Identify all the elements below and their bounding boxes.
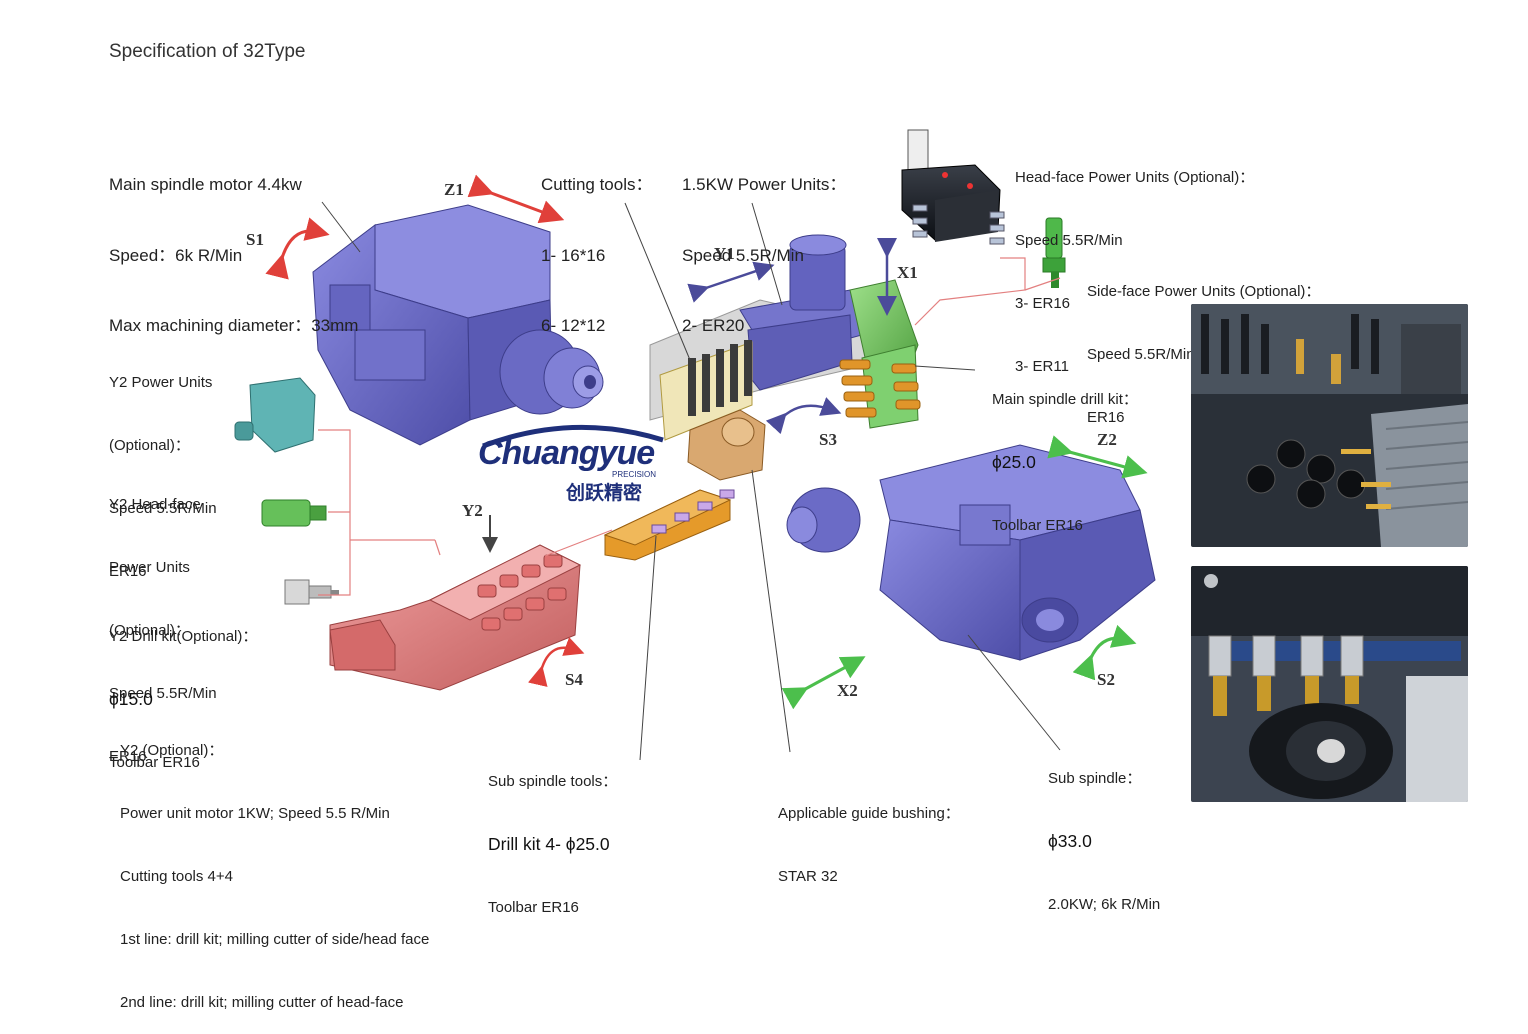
main-spindle-max-diameter: Max machining diameter：33mm [109,316,359,335]
y2-power-speed: Speed 5.5R/Min [109,500,217,517]
axis-label-z2: Z2 [1097,430,1117,449]
callout-y2-head-face: Y2 Head-face Power Units (Optional)： Spe… [109,452,217,788]
main-drill-diameter: ϕ25.0 [992,452,1036,472]
head-face-er16: 3- ER16 [1015,295,1071,312]
y2-head-er16: ER16 [109,748,147,765]
axis-label-y2: Y2 [462,501,483,520]
callout-y2-optional: Y2 (Optional)： Power unit motor 1KW; Spe… [120,698,429,1034]
callout-main-spindle: Main spindle motor 4.4kw Speed：6k R/Min … [109,126,358,361]
y2-optional-first-line: 1st line: drill kit; milling cutter of s… [120,931,430,948]
sub-tools-toolbar: Toolbar ER16 [488,899,579,916]
side-face-er16: ER16 [1087,409,1125,426]
y2-drill-heading: Y2 Drill kit(Optional)： [109,628,258,645]
cutting-tools-line-1: 1- 16*16 [541,245,606,265]
machine-photo-top [1191,304,1468,547]
main-spindle-motor: Main spindle motor 4.4kw [109,175,302,194]
axis-label-s4: S4 [565,670,583,689]
callout-head-face: Head-face Power Units (Optional)： Speed … [1015,125,1254,398]
y1-arrow [687,261,775,303]
axis-label-y1: Y1 [714,244,735,263]
side-face-speed: Speed 5.5R/Min [1087,346,1195,363]
head-face-power-unit [901,129,1005,245]
axis-label-x1: X1 [897,263,918,282]
y2-drill-kit [284,579,339,605]
z1-arrow [467,174,565,224]
z2-arrow [1047,435,1148,479]
cutting-tools-line-2: 6- 12*12 [541,316,606,335]
y2-optional-heading: Y2 (Optional)： [120,742,224,759]
axis-label-x2: X2 [837,681,858,700]
y2-optional-cutting-tools: Cutting tools 4+4 [120,868,233,885]
callout-cutting-tools: Cutting tools： 1- 16*16 6- 12*12 [541,126,653,361]
power-units-count: 2- ER20 [682,316,745,335]
y2-head-heading: Y2 Head-face [109,496,201,513]
callout-main-drill-kit: Main spindle drill kit： ϕ25.0 Toolbar ER… [992,347,1138,557]
callout-power-units: 1.5KW Power Units： Speed 5.5R/Min 2- ER2… [682,126,846,361]
head-face-speed: Speed 5.5R/Min [1015,232,1123,249]
y2-head-optional: (Optional)： [109,622,190,639]
brand-logo: Chuangyue PRECISION 创跃精密 [478,418,668,508]
callout-sub-spindle-tools: Sub spindle tools： Drill kit 4- ϕ25.0 To… [488,729,617,939]
axis-label-s1: S1 [246,230,264,249]
sub-spindle-toolbar [603,489,735,561]
y2-drill-diameter: ϕ15.0 [109,689,153,709]
y2-power-optional: (Optional)： [109,437,190,454]
y2-power-er16: ER16 [109,563,147,580]
y2-head-face-unit [261,499,327,527]
y2-power-unit [234,377,316,453]
axis-label-s2: S2 [1097,670,1115,689]
sub-spindle-heading: Sub spindle： [1048,770,1142,787]
sub-spindle-unit [786,444,1156,661]
callout-y2-drill-kit: Y2 Drill kit(Optional)： ϕ15.0 Toolbar ER… [109,584,257,794]
guide-bushing-heading: Applicable guide bushing： [778,805,960,822]
head-face-er11: 3- ER11 [1015,358,1069,375]
s2-arrow [1072,624,1137,681]
s3-arrow [765,397,842,435]
power-units-heading: 1.5KW Power Units： [682,175,847,194]
power-units-speed: Speed 5.5R/Min [682,245,804,265]
y2-head-power-units: Power Units [109,559,190,576]
y2-optional-second-line: 2nd line: drill kit; milling cutter of h… [120,994,404,1011]
machine-diagram [234,129,1156,761]
main-drill-toolbar: Toolbar ER16 [992,517,1083,534]
logo-swoosh [482,424,664,448]
machine-photo-bottom [1191,566,1468,802]
x2-arrow [781,656,866,710]
s1-arrow [265,217,330,280]
sub-tools-heading: Sub spindle tools： [488,773,618,790]
logo-brand-text: Chuangyue [478,434,655,472]
axis-label-s3: S3 [819,430,837,449]
y2-tool-block [329,544,582,691]
axis-label-z1: Z1 [444,180,464,199]
sub-spindle-spec: 2.0KW; 6k R/Min [1048,896,1161,913]
side-face-heading: Side-face Power Units (Optional)： [1087,283,1321,300]
machine-photo-top-art [1191,304,1468,547]
callout-y2-power-units: Y2 Power Units (Optional)： Speed 5.5R/Mi… [109,330,217,603]
main-spindle-unit [312,204,604,446]
y2-head-speed: Speed 5.5R/Min [109,685,217,702]
cutting-tools-heading: Cutting tools： [541,175,653,194]
callout-guide-bushing: Applicable guide bushing： STAR 32 [778,761,960,908]
head-face-heading: Head-face Power Units (Optional)： [1015,169,1255,186]
y2-drill-toolbar: Toolbar ER16 [109,754,200,771]
sub-tools-drill-kit: Drill kit 4- ϕ25.0 [488,834,610,854]
main-drill-heading: Main spindle drill kit： [992,391,1138,408]
page-title: Specification of 32Type [109,41,306,62]
machine-photo-bottom-art [1191,566,1468,802]
y2-power-heading: Y2 Power Units [109,374,213,391]
leader-lines [321,201,1061,761]
sub-spindle-diameter: ϕ33.0 [1048,831,1092,851]
guide-bushing-model: STAR 32 [778,868,838,885]
main-spindle-speed: Speed：6k R/Min [109,245,243,265]
logo-chinese-text: 创跃精密 [566,482,643,504]
s4-arrow [528,637,585,687]
callout-side-face: Side-face Power Units (Optional)： Speed … [1087,239,1320,449]
y2-optional-motor: Power unit motor 1KW; Speed 5.5 R/Min [120,805,390,822]
gang-tool-post [649,234,921,481]
callout-sub-spindle: Sub spindle： ϕ33.0 2.0KW; 6k R/Min [1048,726,1160,936]
logo-sub-text: PRECISION [612,470,657,479]
